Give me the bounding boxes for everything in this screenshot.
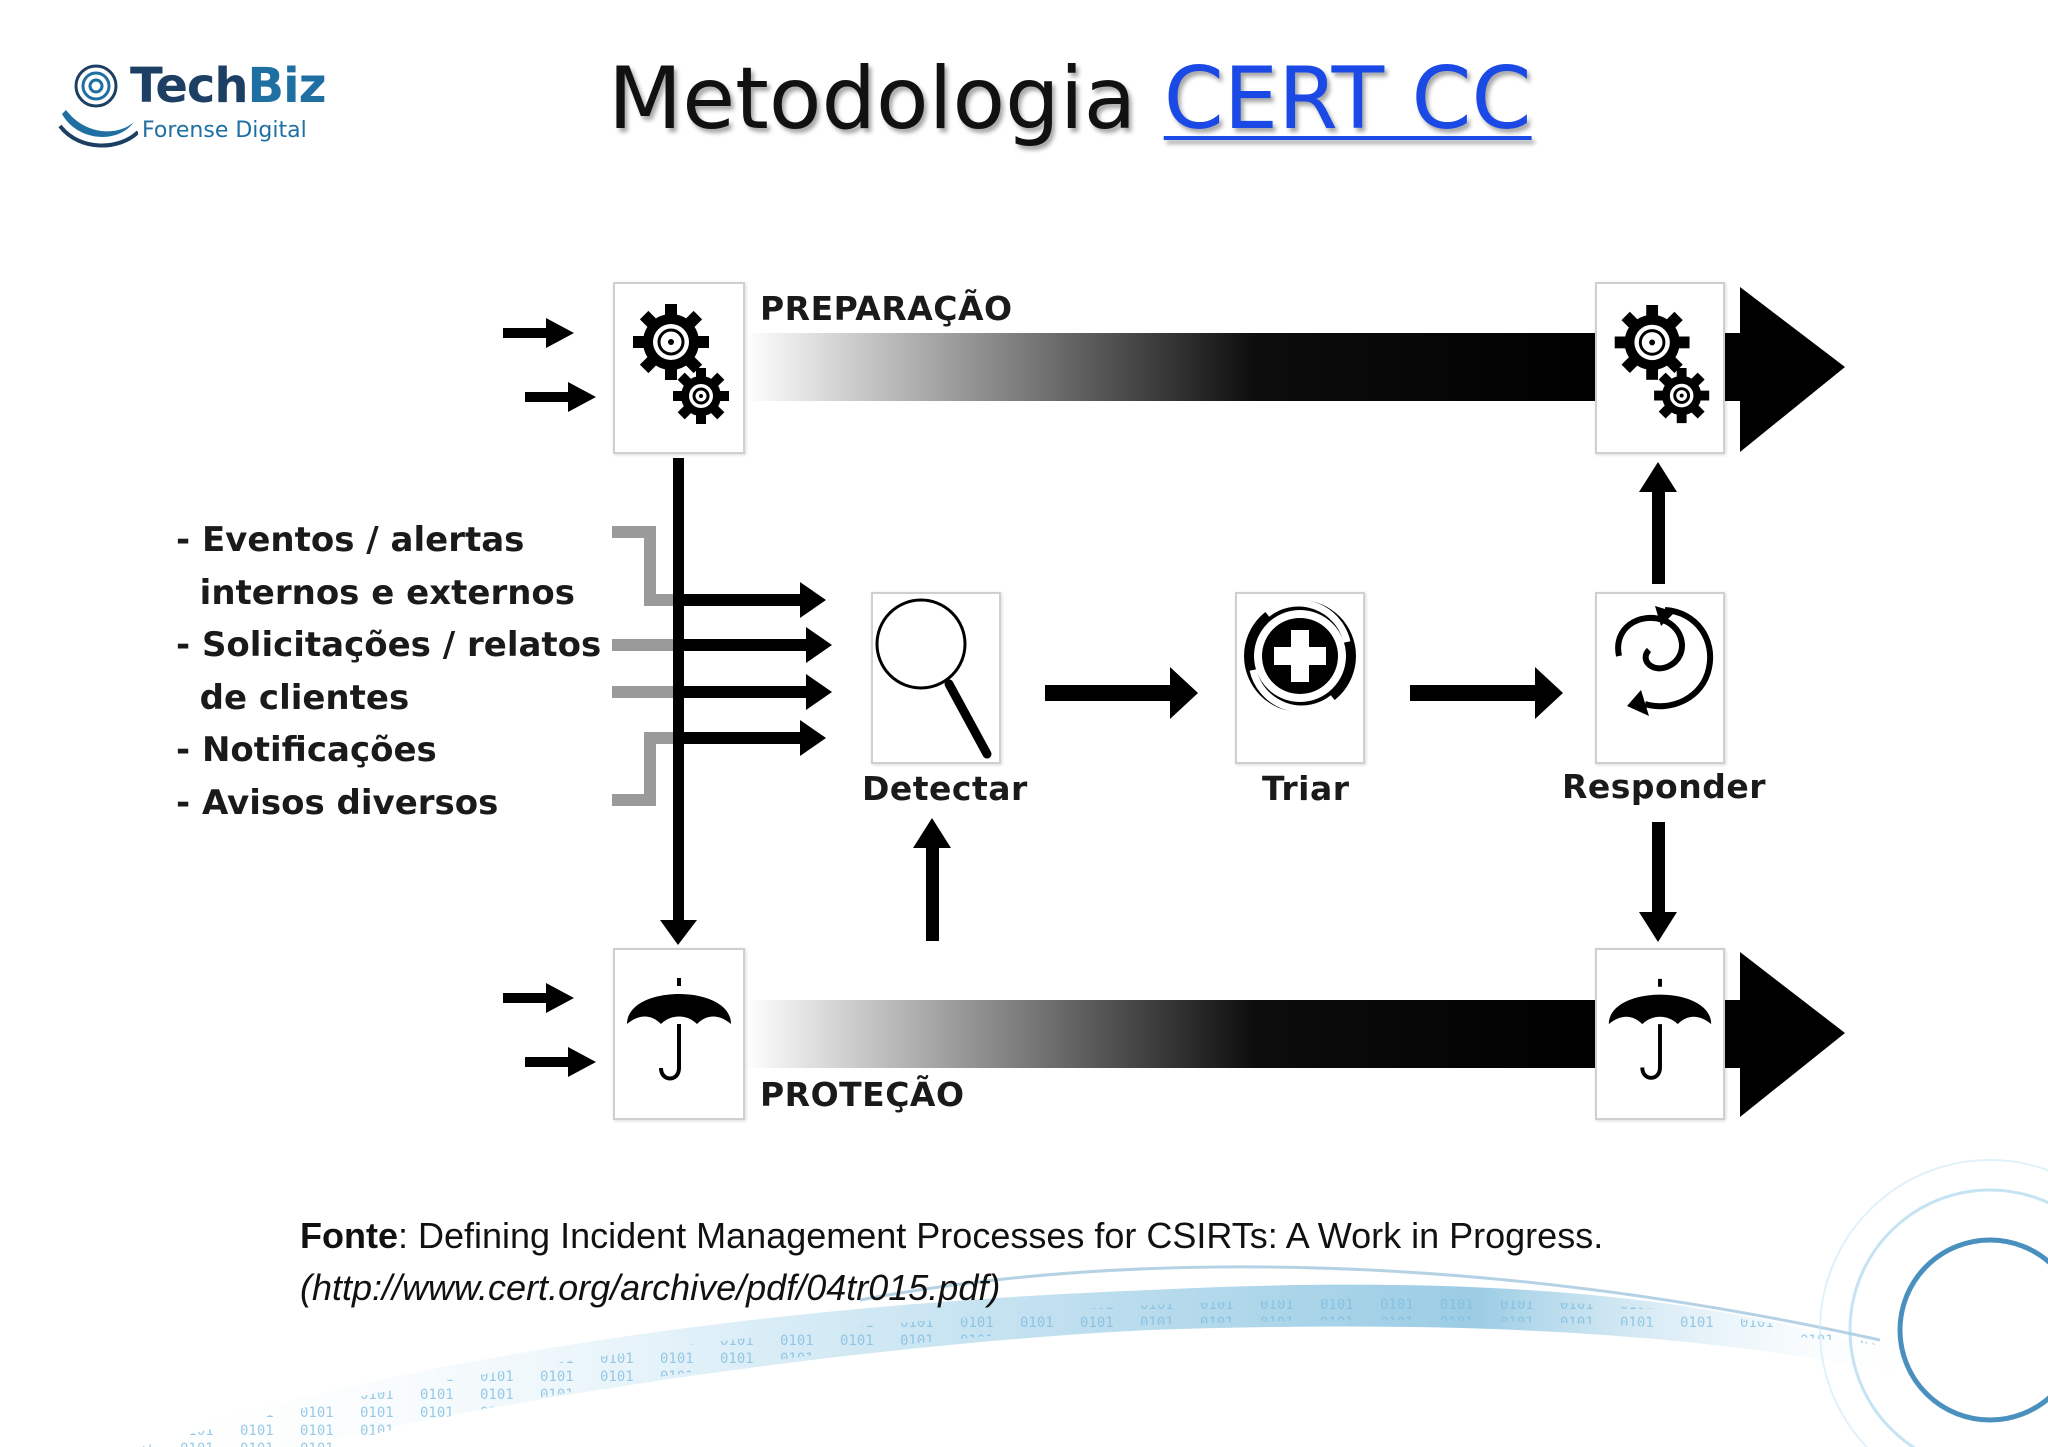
protection-end-box [1595,948,1725,1120]
protection-label: PROTEÇÃO [760,1075,965,1114]
incident-inputs-list: - Eventos / alertas internos e externos … [176,514,601,829]
umbrella-icon [627,978,731,1081]
page-title: Metodologia CERT CC [608,56,1532,142]
protection-start-box [613,948,745,1120]
list-item: internos e externos [176,572,576,613]
logo-subtitle: Forense Digital [142,118,307,143]
source-citation: Fonte: Defining Incident Management Proc… [300,1210,1603,1314]
cross-cycle-icon [1244,599,1356,713]
source-text: : Defining Incident Management Processes… [397,1215,1604,1256]
triage-label: Triar [1262,769,1350,808]
logo-word-tech: Tech [130,58,249,114]
protection-to-detect-arrow [913,818,951,941]
respond-to-protection-arrow [1639,822,1677,942]
title-link-cert-cc[interactable]: CERT CC [1163,49,1532,149]
gears-icon [1614,305,1710,424]
list-item: - Notificações [176,730,437,770]
spiral-cycle-icon [1615,606,1714,716]
list-item: - Eventos / alertas [176,520,525,560]
respond-label: Responder [1562,767,1766,806]
preparation-label: PREPARAÇÃO [760,289,1013,328]
detect-label: Detectar [862,769,1028,808]
respond-to-preparation-arrow [1639,462,1677,584]
respond-box [1595,592,1725,764]
list-item: - Avisos diversos [176,782,499,823]
gears-icon [633,304,729,424]
logo-word-biz: Biz [247,58,327,114]
detect-to-triage-arrow [1045,667,1198,719]
logo-wordmark: TechBiz [130,62,327,110]
prep-to-protection-arrow [660,458,697,945]
preparation-input-arrows [503,318,596,412]
list-item: de clientes [176,677,410,718]
inputs-to-detect-arrows [684,582,832,756]
source-label: Fonte [300,1215,398,1256]
detect-box [871,592,1001,764]
title-text: Metodologia [608,49,1137,149]
triage-box [1235,592,1365,764]
logo-swirl-icon [58,64,138,148]
list-item: - Solicitações / relatos [176,625,602,665]
protection-band [745,952,1845,1117]
preparation-start-box [613,282,745,454]
umbrella-icon [1608,978,1712,1080]
preparation-end-box [1595,282,1725,454]
triage-to-respond-arrow [1410,667,1563,719]
techbiz-logo: TechBiz Forense Digital [58,52,327,162]
source-url: (http://www.cert.org/archive/pdf/04tr015… [300,1267,1001,1308]
magnifier-icon [875,598,992,759]
protection-input-arrows [503,983,596,1077]
